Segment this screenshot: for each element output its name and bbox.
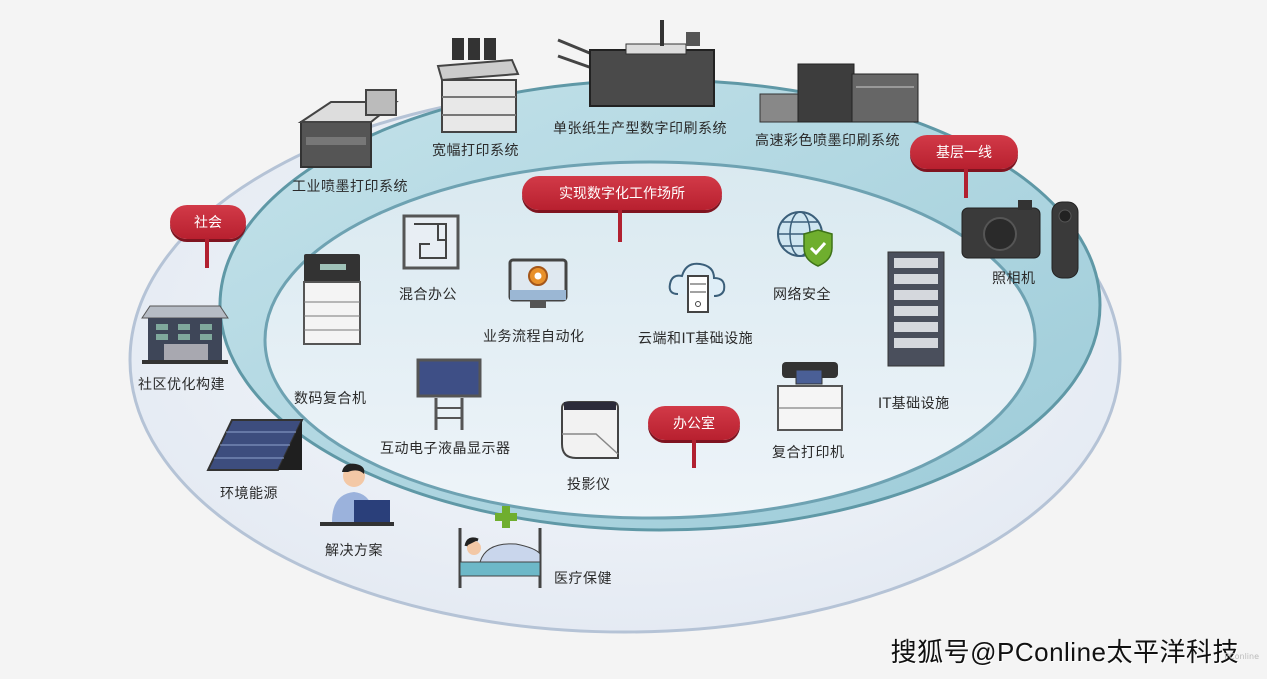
label-compact-mfp: 复合打印机 — [772, 445, 845, 461]
label-projector: 投影仪 — [567, 477, 611, 493]
label-interactive-display: 互动电子液晶显示器 — [380, 441, 511, 457]
watermark-small: PConline — [1224, 652, 1259, 661]
label-community: 社区优化构建 — [138, 377, 225, 393]
label-cyber-security: 网络安全 — [773, 287, 831, 303]
label-it-infrastructure: IT基础设施 — [878, 396, 950, 412]
compact-mfp-icon — [777, 362, 843, 431]
label-healthcare: 医疗保健 — [554, 571, 612, 587]
label-cut-sheet: 单张纸生产型数字印刷系统 — [553, 121, 727, 137]
camera-icon — [961, 200, 1079, 279]
zone-pill-workplace: 实现数字化工作场所 — [522, 176, 722, 210]
building-icon — [141, 305, 229, 364]
industrial-inkjet-printer-icon — [297, 89, 399, 168]
label-digital-mfp: 数码复合机 — [294, 391, 367, 407]
server-rack-icon — [887, 251, 945, 367]
label-cloud-it: 云端和IT基础设施 — [638, 331, 754, 347]
label-camera: 照相机 — [992, 271, 1036, 287]
zone-pill-office: 办公室 — [648, 406, 740, 440]
floorplan-icon — [402, 214, 460, 270]
projector-icon — [561, 401, 619, 459]
zone-pill-frontline: 基层一线 — [910, 135, 1018, 169]
label-industrial-inkjet: 工业喷墨打印系统 — [292, 179, 408, 195]
globe-shield-icon — [777, 211, 833, 267]
pill-stem — [205, 238, 209, 268]
interactive-display-icon — [416, 358, 482, 430]
cloud-server-icon — [668, 262, 726, 313]
label-workflow-automation: 业务流程自动化 — [483, 329, 585, 345]
person-laptop-icon — [320, 463, 394, 526]
cut-sheet-production-printer-icon — [557, 20, 715, 107]
label-energy: 环境能源 — [220, 486, 278, 502]
zone-pill-society: 社会 — [170, 205, 246, 239]
label-wide-format: 宽幅打印系统 — [432, 143, 519, 159]
solar-panel-icon — [206, 419, 304, 471]
pill-stem — [692, 440, 696, 468]
hospital-bed-icon — [458, 506, 542, 588]
pill-stem — [964, 168, 968, 198]
wide-format-printer-icon — [436, 38, 520, 133]
label-hybrid-work: 混合办公 — [399, 287, 457, 303]
label-solutions: 解决方案 — [325, 543, 383, 559]
mfp-icon — [303, 254, 361, 345]
pill-stem — [618, 210, 622, 242]
watermark: 搜狐号@PConline太平洋科技 — [890, 637, 1239, 667]
label-high-speed-inkjet: 高速彩色喷墨印刷系统 — [755, 133, 900, 149]
workflow-automation-icon — [508, 258, 568, 308]
high-speed-inkjet-press-icon — [759, 63, 919, 123]
